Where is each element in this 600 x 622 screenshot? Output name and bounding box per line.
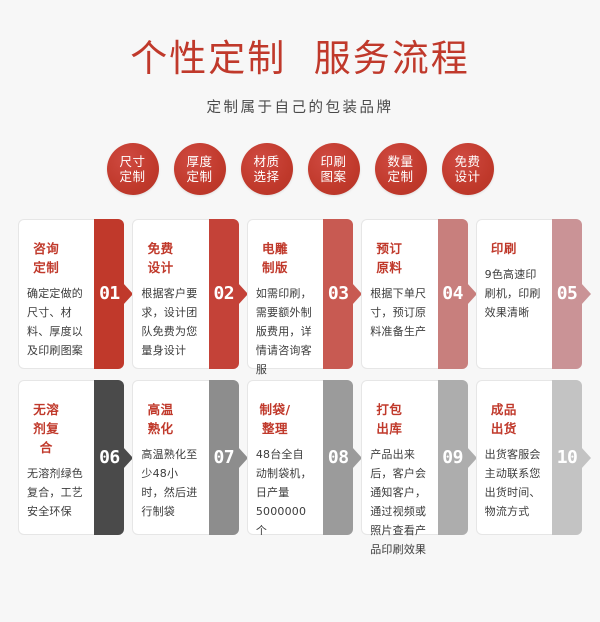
page-header: 个性定制 服务流程 定制属于自己的包装品牌 [0, 0, 600, 117]
feature-circle-line2: 定制 [186, 169, 213, 185]
step-number-tab: 06 [94, 380, 125, 536]
step-description: 产品出来后，客户会通知客户，通过视频或照片查看产品印刷效果 [370, 448, 427, 556]
step-number-tab: 10 [552, 380, 583, 536]
feature-circle-material-select[interactable]: 材质选择 [240, 143, 293, 196]
feature-circle-line2: 选择 [253, 169, 280, 185]
step-card-02[interactable]: 免费设计根据客户要求，设计团队免费为您量身设计 02 [132, 219, 239, 370]
step-number: 04 [442, 283, 463, 305]
step-description: 如需印刷，需要额外制版费用，详情请咨询客服 [255, 287, 312, 376]
step-card-07[interactable]: 高温熟化高温熟化至少48小时，然后进行制袋 07 [132, 380, 239, 536]
step-title: 电雕制版 [262, 241, 289, 276]
step-description: 高温熟化至少48小时，然后进行制袋 [141, 448, 198, 518]
feature-circle-free-design[interactable]: 免费设计 [441, 143, 494, 196]
feature-circle-line1: 材质 [253, 153, 280, 169]
step-description: 根据客户要求，设计团队免费为您量身设计 [141, 287, 198, 357]
step-card-05[interactable]: 印刷 9色高速印刷机，印刷效果清晰 05 [475, 219, 583, 370]
step-card-09[interactable]: 打包出库产品出来后，客户会通知客户，通过视频或照片查看产品印刷效果 09 [361, 380, 468, 556]
feature-circle-line1: 免费 [454, 153, 481, 169]
step-title: 印刷 [490, 241, 517, 257]
step-number: 07 [213, 446, 235, 468]
feature-circle-line1: 印刷 [320, 153, 347, 169]
step-description: 出货客服会主动联系您出货时间、物流方式 [484, 448, 541, 518]
feature-circle-line1: 厚度 [186, 153, 213, 169]
feature-circle-quantity-custom[interactable]: 数量定制 [374, 143, 427, 196]
feature-circle-line2: 设计 [454, 169, 481, 185]
step-title: 免费设计 [147, 241, 174, 276]
step-card-10[interactable]: 成品出货出货客服会主动联系您出货时间、物流方式 10 [475, 380, 583, 536]
feature-circle-size-custom[interactable]: 尺寸定制 [106, 143, 159, 196]
step-card-01[interactable]: 咨询定制确定定做的尺寸、材料、厚度以及印刷图案 01 [18, 219, 125, 370]
step-title: 成品出货 [490, 402, 517, 437]
process-row-2: 无溶剂复合无溶剂绿色复合，工艺安全环保 06 高温熟化高温熟化至少48小时，然后进行… [18, 380, 583, 556]
step-number-tab: 04 [437, 219, 468, 370]
feature-circle-line1: 数量 [387, 153, 414, 169]
step-card-08[interactable]: 制袋/整理 48台全自动制袋机，日产量5000000个 08 [246, 380, 354, 537]
step-number-tab: 05 [552, 219, 583, 370]
page-title: 个性定制 服务流程 [130, 37, 470, 80]
step-number: 08 [327, 446, 349, 468]
feature-circle-line2: 定制 [387, 169, 414, 185]
step-number: 09 [442, 446, 463, 468]
step-number: 06 [99, 446, 120, 468]
step-card-03[interactable]: 电雕制版如需印刷，需要额外制版费用，详情请咨询客服 03 [246, 219, 354, 376]
feature-circle-line2: 定制 [119, 169, 146, 185]
step-card-04[interactable]: 预订原料根据下单尺寸，预订原料准备生产 04 [361, 219, 468, 370]
feature-circle-line1: 尺寸 [119, 153, 146, 169]
step-number-tab: 01 [94, 219, 125, 370]
step-number-tab: 07 [208, 380, 239, 536]
feature-circle-thickness-custom[interactable]: 厚度定制 [173, 143, 226, 196]
step-title: 制袋/整理 [259, 402, 291, 437]
step-description: 确定定做的尺寸、材料、厚度以及印刷图案 [27, 287, 83, 357]
process-row-1: 咨询定制确定定做的尺寸、材料、厚度以及印刷图案 01 免费设计根据客户要求，设计团队… [18, 219, 583, 376]
step-description: 无溶剂绿色复合，工艺安全环保 [27, 467, 83, 519]
step-title: 高温熟化 [147, 402, 174, 437]
step-description: 9色高速印刷机，印刷效果清晰 [484, 268, 541, 320]
step-number-tab: 09 [437, 380, 468, 536]
process-steps: 咨询定制确定定做的尺寸、材料、厚度以及印刷图案 01 免费设计根据客户要求，设计团队… [0, 219, 600, 556]
step-title: 咨询定制 [33, 241, 60, 276]
step-title: 预订原料 [376, 241, 403, 276]
feature-circle-line2: 图案 [320, 169, 347, 185]
step-number-tab: 03 [323, 219, 354, 370]
feature-circle-print-pattern[interactable]: 印刷图案 [307, 143, 360, 196]
step-number: 05 [556, 283, 578, 305]
step-description: 根据下单尺寸，预订原料准备生产 [370, 287, 427, 339]
step-title: 无溶剂复合 [33, 402, 60, 456]
page-subtitle: 定制属于自己的包装品牌 [206, 100, 394, 117]
step-number: 10 [556, 446, 578, 468]
step-description: 48台全自动制袋机，日产量5000000个 [255, 448, 312, 537]
step-number-tab: 02 [208, 219, 239, 370]
step-title: 打包出库 [376, 402, 403, 437]
step-number: 02 [213, 283, 235, 305]
step-number-tab: 08 [323, 380, 354, 536]
step-number: 03 [327, 283, 349, 305]
step-number: 01 [99, 283, 120, 305]
feature-circle-row: 尺寸定制厚度定制材质选择印刷图案数量定制免费设计 [0, 143, 600, 196]
step-card-06[interactable]: 无溶剂复合无溶剂绿色复合，工艺安全环保 06 [18, 380, 125, 536]
